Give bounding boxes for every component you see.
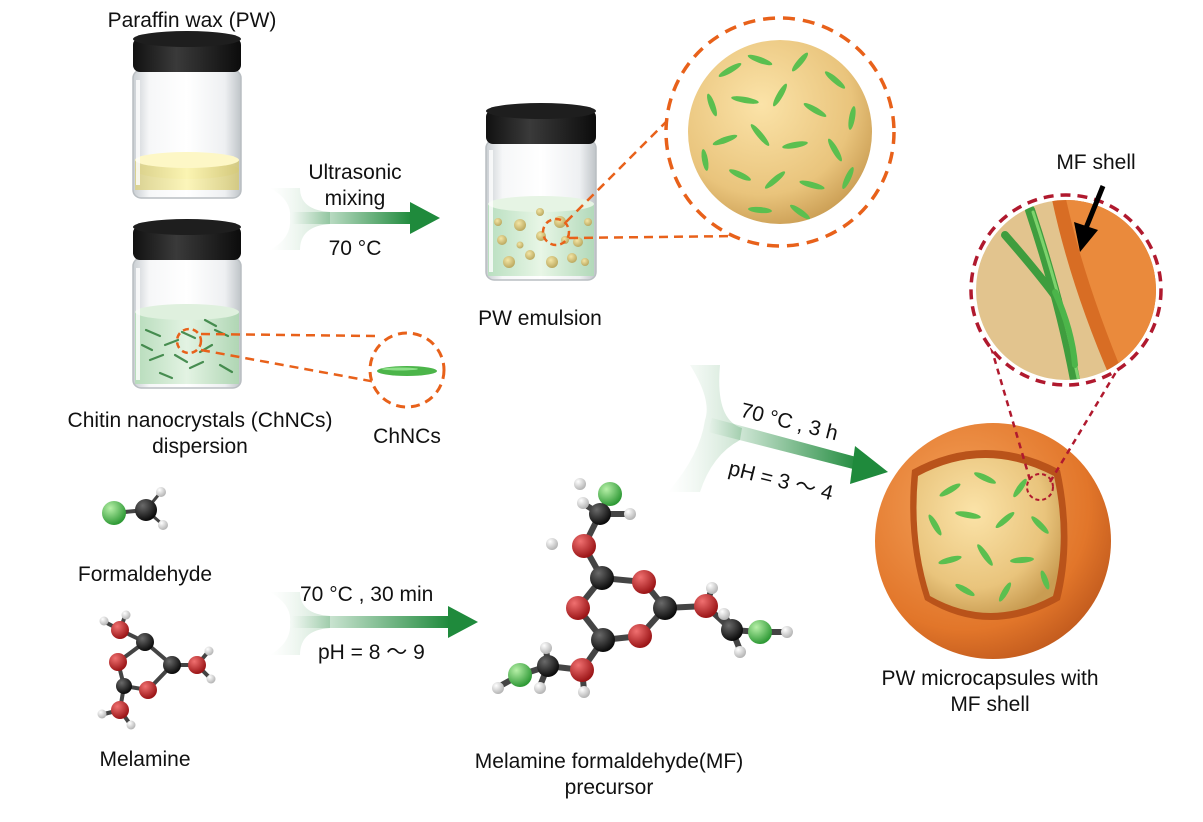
pw-droplet-zoom xyxy=(664,16,896,248)
microcapsules-label-line1: PW microcapsules with xyxy=(881,667,1099,690)
microcapsules-label-line2: MF shell xyxy=(950,693,1030,716)
ultrasonic-temp-label: 70 °C xyxy=(328,237,382,260)
formaldehyde-label: Formaldehyde xyxy=(77,563,213,586)
melamine-molecule xyxy=(97,610,216,730)
chnc-dispersion-label-line2: dispersion xyxy=(152,435,248,458)
precursor-arrow xyxy=(270,592,478,655)
mf-precursor-label-line1: Melamine formaldehyde(MF) xyxy=(474,750,744,773)
ultrasonic-label-line2: mixing xyxy=(324,187,386,210)
paraffin-wax-jar xyxy=(132,31,242,199)
chnc-dispersion-jar xyxy=(132,219,242,389)
mf-shell-label: MF shell xyxy=(1056,151,1136,174)
mf-shell-pointer xyxy=(1074,185,1106,252)
ultrasonic-arrow xyxy=(270,188,440,250)
shell-callout xyxy=(984,329,1124,483)
mf-precursor-label-line2: precursor xyxy=(564,776,654,799)
precursor-condition-line1: 70 °C , 30 min xyxy=(300,583,434,606)
emulsion-callout xyxy=(565,109,741,240)
precursor-condition-line2: pH = 8 ～ 9 xyxy=(318,641,425,664)
pw-emulsion-label: PW emulsion xyxy=(478,307,602,330)
chncs-label: ChNCs xyxy=(373,425,441,448)
ultrasonic-label-line1: Ultrasonic xyxy=(308,161,402,184)
pw-microcapsule xyxy=(875,423,1111,659)
mf-precursor-molecule xyxy=(492,478,793,698)
chnc-dispersion-label-line1: Chitin nanocrystals (ChNCs) xyxy=(67,409,333,432)
chnc-callout xyxy=(200,331,446,409)
paraffin-wax-label: Paraffin wax (PW) xyxy=(107,9,277,32)
formaldehyde-molecule xyxy=(102,487,168,530)
melamine-label: Melamine xyxy=(99,748,191,771)
pw-emulsion-jar xyxy=(485,103,597,281)
mf-shell-zoom xyxy=(969,193,1163,387)
encapsulation-arrow xyxy=(668,365,888,492)
